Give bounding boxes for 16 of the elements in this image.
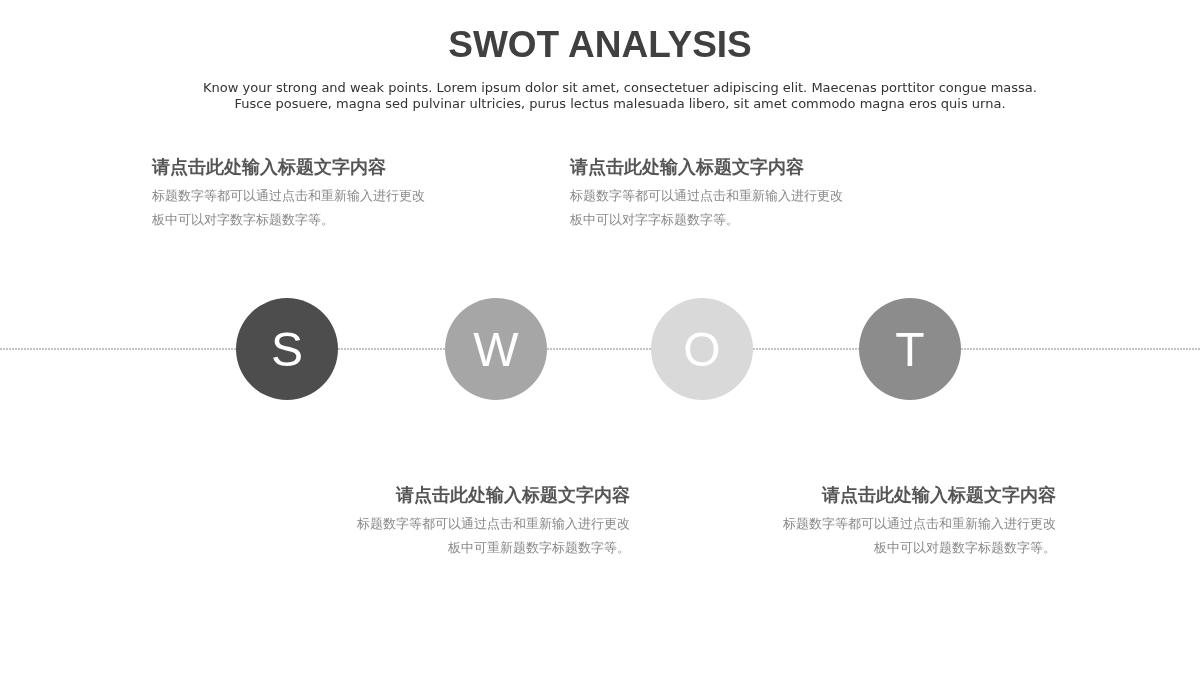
section-description: 标题数字等都可以通过点击和重新输入进行更改板中可以对字字标题数字等。	[570, 187, 844, 229]
circle-letter: S	[271, 321, 303, 377]
section-description: 标题数字等都可以通过点击和重新输入进行更改板中可以对题数字标题数字等。	[782, 515, 1056, 557]
section-heading: 请点击此处输入标题文字内容	[152, 155, 387, 179]
connector-line	[546, 348, 652, 350]
circle-letter: T	[895, 321, 925, 377]
section-description: 标题数字等都可以通过点击和重新输入进行更改板中可重新题数字标题数字等。	[356, 515, 630, 557]
section-heading: 请点击此处输入标题文字内容	[570, 155, 805, 179]
section-heading: 请点击此处输入标题文字内容	[820, 483, 1056, 507]
subtitle-text: Know your strong and weak points. Lorem ipsum dolor sit amet, consectetuer adipiscing elit. Maecenas porttitor congue massa. Fusce posuere, magna sed pulvinar ultricies, purus lectus malesuada libero, sit amet commodo magna eros quis urna.	[202, 80, 1038, 112]
page-title: SWOT ANALYSIS	[448, 24, 752, 65]
connector-line	[752, 348, 860, 350]
section-description: 标题数字等都可以通过点击和重新输入进行更改板中可以对字数字标题数字等。	[152, 187, 426, 229]
circle-letter: W	[473, 321, 519, 377]
connector-line	[337, 348, 446, 350]
section-heading: 请点击此处输入标题文字内容	[394, 483, 630, 507]
